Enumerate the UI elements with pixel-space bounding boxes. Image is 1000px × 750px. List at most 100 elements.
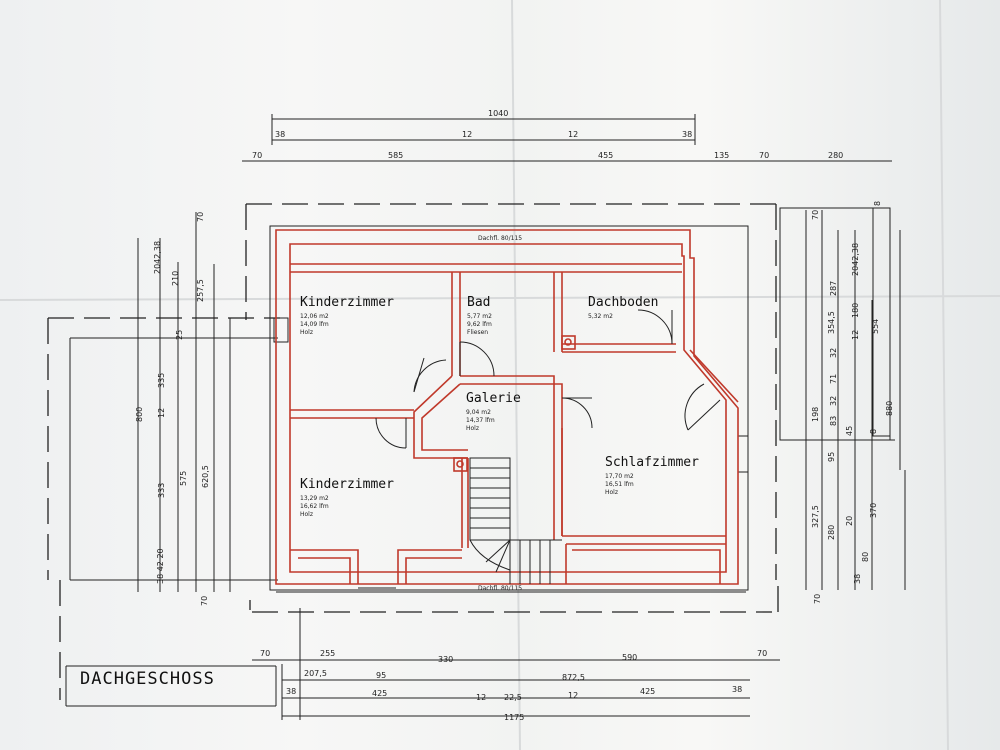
dim-label: 135 [714, 151, 729, 160]
dim-label: 198 [811, 407, 820, 422]
dim-label: 70 [757, 649, 767, 658]
dim-label: 8 [873, 201, 882, 206]
dim-label: 425 [372, 689, 387, 698]
dim-label: 1175 [504, 713, 524, 722]
dim-label: 257,5 [196, 279, 205, 302]
dim-label: 38 [275, 130, 285, 139]
room-perimeter: 16,51 lfm [605, 481, 634, 488]
room-bad: Bad 5,77 m2 9,62 lfm Fliesen [467, 295, 492, 336]
room-kinderzimmer-top: Kinderzimmer 12,06 m2 14,09 lfm Holz [300, 295, 394, 336]
dim-label: 872,5 [562, 673, 585, 682]
dim-label: 180 [851, 303, 860, 318]
dim-label: 70 [200, 596, 209, 606]
room-area: 17,70 m2 [605, 473, 634, 480]
dim-label: 330 [438, 655, 453, 664]
dim-label: 1040 [488, 109, 508, 118]
dim-label: 280 [828, 151, 843, 160]
dim-label: 425 [640, 687, 655, 696]
left-dimensions: 2042,38 210 257,5 335 12 333 620,5 25 57… [69, 212, 278, 606]
room-name: Dachboden [588, 295, 658, 310]
doors [375, 309, 721, 449]
room-area: 5,77 m2 [467, 313, 492, 320]
dim-label: 38 [286, 687, 296, 696]
roof-window-label: Dachfl. 80/115 [478, 235, 522, 242]
dim-label: 280 [827, 525, 836, 540]
dim-label: 575 [179, 471, 188, 486]
paper-fold [939, 0, 949, 750]
staircase [469, 457, 562, 584]
dim-label: 22,5 [504, 693, 522, 702]
dim-label: 12 [476, 693, 486, 702]
dim-label: 590 [622, 653, 637, 662]
dim-label: 83 [829, 416, 838, 426]
room-area: 12,06 m2 [300, 313, 329, 320]
dim-label: 12 [851, 330, 860, 340]
dim-label: 38 42 20 [156, 548, 165, 584]
dim-label: 70 [196, 212, 205, 222]
dim-label: 20 [845, 516, 854, 526]
room-kinderzimmer-bottom: Kinderzimmer 13,29 m2 16,62 lfm Holz [300, 477, 394, 518]
room-floor: Holz [605, 489, 618, 496]
building-outline [269, 225, 749, 593]
room-name: Kinderzimmer [300, 295, 394, 310]
dim-label: 554 [871, 319, 880, 334]
room-name: Bad [467, 295, 490, 310]
dim-label: 327,5 [811, 505, 820, 528]
dim-label: 335 [157, 373, 166, 388]
dim-label: 354,5 [827, 311, 836, 334]
room-perimeter: 16,62 lfm [300, 503, 329, 510]
dim-label: 620,5 [201, 465, 210, 488]
room-name: Galerie [466, 391, 521, 406]
dim-label: 95 [827, 452, 836, 462]
dim-label: 38 [853, 574, 862, 584]
dim-label: 287 [829, 281, 838, 296]
room-perimeter: 9,62 lfm [467, 321, 492, 328]
dim-label: 12 [568, 691, 578, 700]
walls [275, 229, 739, 585]
dim-label: 455 [598, 151, 613, 160]
dim-label: 70 [811, 210, 820, 220]
room-area: 13,29 m2 [300, 495, 329, 502]
dim-label: 70 [759, 151, 769, 160]
dim-label: 45 [845, 426, 854, 436]
dim-label: 2042,38 [153, 241, 162, 274]
dim-label: 25 [175, 330, 184, 340]
dim-label: 80 [861, 552, 870, 562]
dim-label: 12 [568, 130, 578, 139]
dim-label: 585 [388, 151, 403, 160]
title-box: DACHGESCHOSS [65, 665, 277, 707]
dim-label: 207,5 [304, 669, 327, 678]
paper-fold [511, 0, 521, 750]
dim-label: 370 [869, 503, 878, 518]
right-dimensions: 70 198 327,5 70 354,5 95 280 38 287 83 2… [779, 201, 906, 604]
dim-label: 70 [813, 594, 822, 604]
dim-label: 70 [252, 151, 262, 160]
dim-label: 38 [682, 130, 692, 139]
dim-label: 12 [157, 408, 166, 418]
dim-label: 210 [171, 271, 180, 286]
dim-label: 32 [829, 396, 838, 406]
bottom-dimensions: 70 255 330 590 70 207,5 95 872,5 38 425 … [252, 608, 780, 722]
roof-outline [47, 203, 779, 700]
paper-fold [0, 295, 1000, 301]
dim-label: 800 [135, 407, 144, 422]
room-floor: Fliesen [467, 329, 488, 336]
dim-label: 70 [260, 649, 270, 658]
dim-label: 255 [320, 649, 335, 658]
room-name: Schlafzimmer [605, 455, 699, 470]
room-floor: Holz [300, 329, 313, 336]
room-name: Kinderzimmer [300, 477, 394, 492]
dim-label: 880 [885, 401, 894, 416]
dim-label: 71 [829, 374, 838, 384]
room-dachboden: Dachboden 5,32 m2 [588, 295, 658, 320]
room-galerie: Galerie 9,04 m2 14,37 lfm Holz [466, 391, 521, 432]
page-title: DACHGESCHOSS [80, 669, 215, 689]
room-perimeter: 14,09 lfm [300, 321, 329, 328]
room-perimeter: 14,37 lfm [466, 417, 495, 424]
top-dimensions: 1040 38 12 12 38 70 585 455 135 70 280 [242, 109, 892, 162]
dim-label: 38 [732, 685, 742, 694]
roof-window-label: Dachfl. 80/115 [478, 585, 522, 592]
dim-label: 12 [462, 130, 472, 139]
